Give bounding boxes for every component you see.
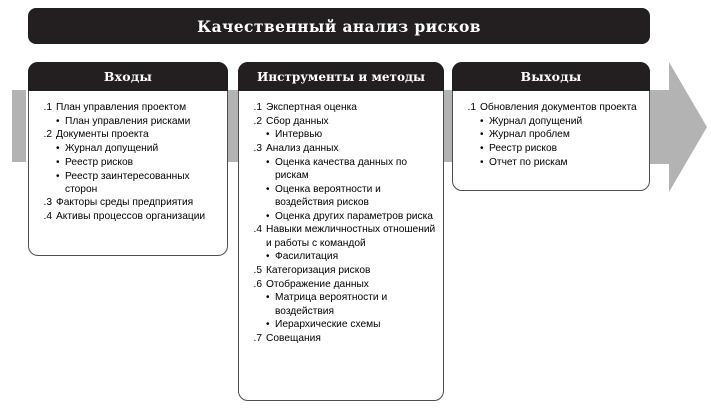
flow-arrow-right-icon — [641, 62, 707, 192]
item-number: .2 — [43, 129, 53, 141]
item-number: .2 — [253, 115, 263, 127]
sub-item: • Оценка вероятности и воздействия риско… — [266, 183, 437, 209]
list-item: .6 Отображение данных — [247, 278, 437, 291]
item-label: Навыки межличностных отношений и работы … — [266, 224, 436, 249]
page-title: Качественный анализ рисков — [197, 16, 481, 36]
sub-item: • Матрица вероятности и воздействия — [266, 291, 437, 317]
item-number: .1 — [43, 102, 53, 113]
sub-item-label: Реестр заинтересованных сторон — [65, 170, 190, 195]
column-outputs: Выходы .1 Обновления документов проекта … — [452, 62, 650, 191]
sub-item: • Оценка других параметров риска — [266, 210, 437, 223]
list-item: .1 План управления проектом — [37, 101, 221, 114]
sub-item: • Фасилитация — [266, 250, 437, 263]
list-item: .3 Анализ данных — [247, 142, 437, 155]
item-number: .5 — [253, 264, 263, 276]
item-label: План управления проектом — [56, 102, 187, 113]
item-number: .4 — [43, 211, 53, 223]
bullet-icon: • — [266, 251, 270, 263]
item-number: .3 — [253, 143, 263, 155]
sub-item-label: Оценка качества данных по рискам — [275, 156, 408, 182]
connector-tab-left — [12, 90, 26, 162]
list-item: .2 Сбор данных — [247, 115, 437, 128]
sub-item: • Оценка качества данных по рискам — [266, 156, 437, 182]
column-body-inputs: .1 План управления проектом • План управ… — [29, 92, 227, 232]
column-tools-and-methods: Инструменты и методы .1 Экспертная оценк… — [238, 62, 444, 401]
bullet-icon: • — [56, 115, 60, 127]
bullet-icon: • — [480, 156, 484, 168]
list-item: .1 Экспертная оценка — [247, 101, 437, 114]
list-item: .4 Навыки межличностных отношений и рабо… — [247, 223, 437, 249]
sub-item: • Реестр рисков — [480, 142, 643, 155]
column-body-outputs: .1 Обновления документов проекта • Журна… — [453, 92, 649, 178]
sub-item-label: Реестр рисков — [65, 156, 134, 168]
column-header-outputs: Выходы — [452, 62, 650, 91]
list-item: .5 Категоризация рисков — [247, 264, 437, 277]
item-number: .6 — [253, 278, 263, 290]
column-header-label: Входы — [103, 69, 153, 84]
list-item: .3 Факторы среды предприятия — [37, 196, 221, 209]
bullet-icon: • — [480, 115, 484, 127]
diagram-title-bar: Качественный анализ рисков — [28, 8, 650, 44]
sub-item-label: Журнал допущений — [65, 143, 159, 155]
sub-item: • Интервью — [266, 128, 437, 141]
item-label: Экспертная оценка — [266, 102, 357, 113]
sub-item: • Журнал допущений — [480, 115, 643, 128]
bullet-icon: • — [56, 143, 60, 155]
column-header-label: Выходы — [520, 69, 582, 84]
item-number: .3 — [43, 197, 53, 209]
sub-item-label: Иерархические схемы — [275, 319, 381, 331]
item-label: Анализ данных — [266, 143, 339, 155]
bullet-icon: • — [266, 183, 270, 195]
item-label: Совещания — [266, 332, 321, 344]
sub-item-label: Журнал допущений — [489, 115, 583, 127]
sub-item-label: Фасилитация — [275, 251, 339, 263]
bullet-icon: • — [266, 292, 270, 304]
bullet-icon: • — [480, 143, 484, 155]
bullet-icon: • — [266, 210, 270, 222]
sub-item: • План управления рисками — [56, 115, 221, 128]
sub-item-label: Журнал проблем — [489, 129, 570, 141]
sub-item-label: Интервью — [275, 129, 323, 141]
connector-tab-inputs-tools — [226, 90, 240, 162]
item-label: Сбор данных — [266, 115, 329, 127]
column-header-inputs: Входы — [28, 62, 228, 91]
sub-item-label: Оценка других параметров риска — [275, 210, 433, 222]
list-item: .1 Обновления документов проекта — [461, 101, 643, 114]
sub-item: • Реестр заинтересованных сторон — [56, 170, 221, 196]
sub-item-label: План управления рисками — [65, 115, 191, 127]
list-item: .2 Документы проекта — [37, 128, 221, 141]
item-label: Отображение данных — [266, 278, 369, 290]
bullet-icon: • — [480, 129, 484, 141]
sub-item: • Реестр рисков — [56, 156, 221, 169]
column-inputs: Входы .1 План управления проектом • План… — [28, 62, 228, 256]
list-item: .7 Совещания — [247, 332, 437, 345]
column-body-tools: .1 Экспертная оценка .2 Сбор данных • Ин… — [239, 92, 443, 354]
item-number: .7 — [253, 332, 263, 344]
item-label: Факторы среды предприятия — [56, 197, 194, 209]
item-label: Обновления документов проекта — [480, 102, 637, 113]
sub-item: • Журнал допущений — [56, 142, 221, 155]
list-item: .4 Активы процессов организации — [37, 210, 221, 223]
sub-item-label: Реестр рисков — [489, 143, 558, 155]
sub-item-label: Оценка вероятности и воздействия рисков — [275, 183, 381, 208]
item-number: .1 — [253, 102, 263, 113]
column-header-label: Инструменты и методы — [256, 69, 426, 84]
item-label: Документы проекта — [56, 129, 149, 141]
sub-item: • Журнал проблем — [480, 128, 643, 141]
item-number: .4 — [253, 224, 263, 236]
sub-item-label: Матрица вероятности и воздействия — [275, 292, 388, 317]
bullet-icon: • — [266, 156, 270, 168]
item-label: Активы процессов организации — [56, 211, 206, 223]
sub-item: • Иерархические схемы — [266, 318, 437, 331]
bullet-icon: • — [56, 170, 60, 182]
connector-tab-tools-outputs — [441, 90, 455, 162]
bullet-icon: • — [266, 319, 270, 331]
item-label: Категоризация рисков — [266, 264, 371, 276]
bullet-icon: • — [56, 156, 60, 168]
column-header-tools: Инструменты и методы — [238, 62, 444, 91]
item-number: .1 — [467, 102, 477, 113]
sub-item-label: Отчет по рискам — [489, 156, 568, 168]
bullet-icon: • — [266, 129, 270, 141]
sub-item: • Отчет по рискам — [480, 156, 643, 169]
